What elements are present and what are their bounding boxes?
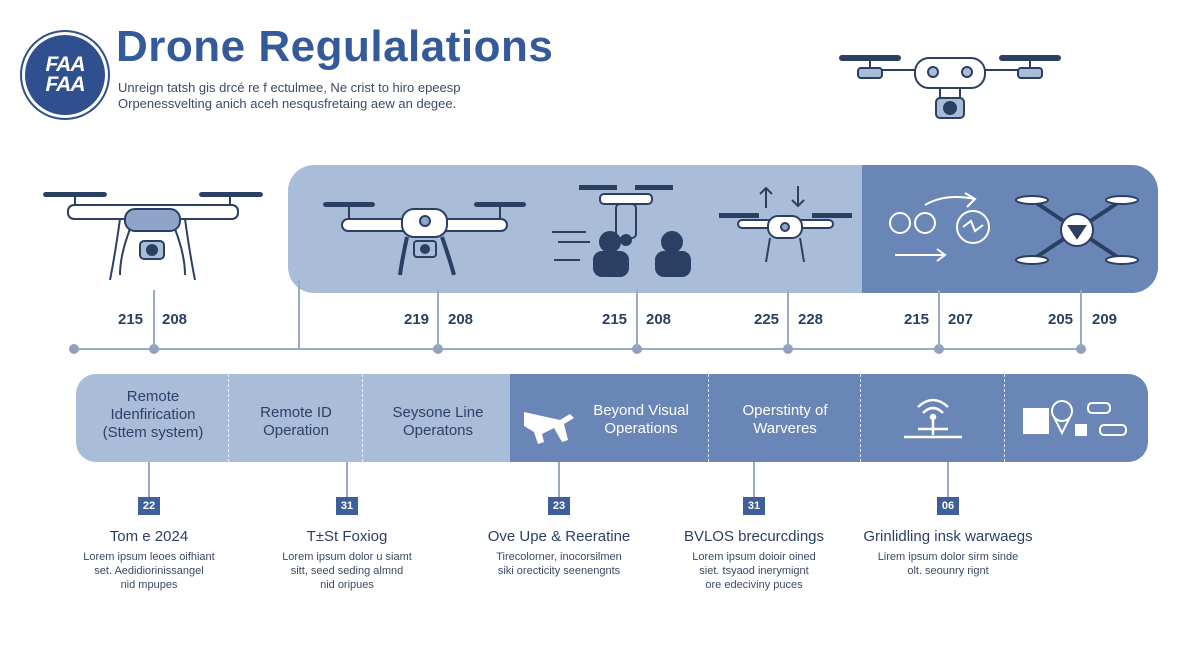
drone-top-view-icon [1015,195,1139,265]
connectivity-icon [889,192,990,262]
timeline-tick-label: 225 [754,311,780,328]
timeline-connector [437,290,439,348]
card-title: T±St Foxiog [306,528,388,545]
timeline-tick-label: 207 [948,311,974,328]
timeline-connector [153,290,155,348]
map-pins-icon [1023,400,1127,436]
drone-arrows-icon [719,186,852,263]
drone-icon-2 [323,202,526,276]
bar-separator [708,374,709,462]
card-body: Lorem ipsum dolor u siamt sitt, seed sed… [282,551,412,591]
timeline-tick-label: 205 [1048,311,1074,328]
card-badge: 31 [743,497,765,515]
drone-with-people-icon [552,185,691,277]
connector-line [298,280,300,348]
card-badge: 06 [937,497,959,515]
card-connector [753,462,755,498]
drone-icon-1 [43,192,263,281]
timeline-axis [74,348,1084,350]
timeline-tick-label: 208 [448,311,474,328]
timeline-node [632,344,642,354]
timeline-tick-label: 219 [404,311,430,328]
timeline-node [149,344,159,354]
timeline-tick-label: 209 [1092,311,1118,328]
bar-separator [228,374,229,462]
wifi-tower-icon [904,398,962,439]
timeline-node [433,344,443,354]
logo-text-bottom: FAA [45,73,86,96]
lower-band-light [76,374,512,462]
bar-separator [860,374,861,462]
card-title: Tom e 2024 [109,528,189,545]
timeline-connector [938,290,940,348]
card-title: Grinlidling insk warwaegs [863,528,1033,545]
card-body: Lorem ipsum leoes oifhiant set. Aedidior… [83,551,215,591]
timeline-start-node [69,344,79,354]
bar-separator [362,374,363,462]
card-connector [346,462,348,498]
card-body: Lirem ipsum dolor sirm sinde olt. seounr… [877,551,1019,577]
faa-logo: FAA FAA [22,32,108,118]
timeline-tick-label: 215 [904,311,930,328]
bar-separator [1004,374,1005,462]
card-body: Tirecolorner, inocorsilmen siki orectici… [496,551,622,577]
segment-beyond-visual-operations: Beyond Visual Operations [593,402,689,437]
card-body: Lorem ipsum doioir oined siet. tsyaod in… [692,551,816,591]
timeline-connector [1080,290,1082,348]
airplane-icon [524,412,574,444]
card-connector [558,462,560,498]
timeline-node [783,344,793,354]
timeline-node [934,344,944,354]
card-connector [947,462,949,498]
timeline-tick-label: 208 [162,311,188,328]
segment-remote-id-operation: Remote ID Operation [260,404,332,439]
card-connector [148,462,150,498]
header-drone-icon [839,55,1061,119]
segment-remote-identification: Remote Idenfirication (Sttem system) [102,388,204,441]
card-badge: 22 [138,497,160,515]
logo-text-top: FAA [45,53,86,76]
subtitle-line-1: Unreign tatsh gis drcé re f ectulmee, Ne… [118,80,461,95]
card-title: BVLOS brecurcdings [683,528,825,545]
timeline-tick-label: 215 [118,311,144,328]
timeline-node [1076,344,1086,354]
timeline-tick-label: 208 [646,311,672,328]
card-badge: 31 [336,497,358,515]
segment-operstinty-warveres: Operstinty of Warveres [742,402,828,437]
subtitle-line-2: Orpenessvelting anich aceh nesqusfretain… [118,96,457,111]
card-badge: 23 [548,497,570,515]
card-title: Ove Upe & Reeratine [487,528,631,545]
upper-band-dark [862,165,1158,293]
timeline-connector [636,290,638,348]
timeline-connector [787,290,789,348]
segment-line-operations: Seysone Line Operatons [392,404,484,439]
page-title: Drone Regulalations [116,22,554,71]
timeline-tick-label: 215 [602,311,628,328]
timeline-tick-label: 228 [798,311,824,328]
